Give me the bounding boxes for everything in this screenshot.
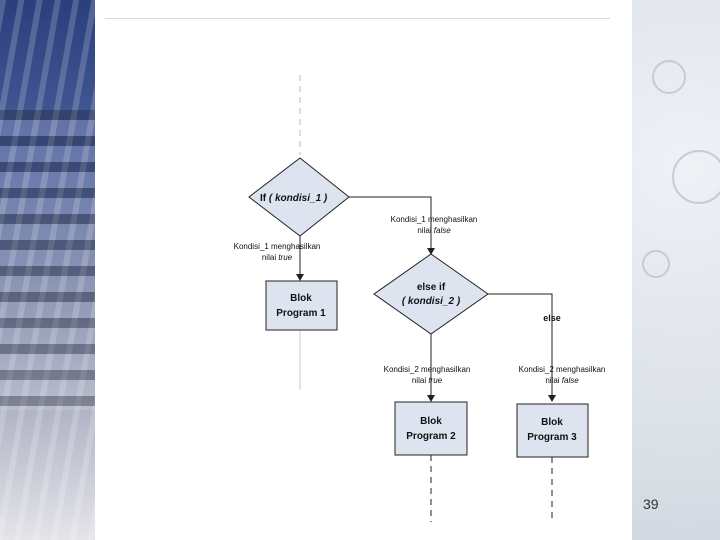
label-false1-line1: Kondisi_1 menghasilkan — [391, 215, 478, 224]
block2-line1: Blok — [420, 416, 442, 427]
circuit-background-right — [632, 0, 720, 540]
decision1-label: If ( kondisi_1 ) — [260, 193, 328, 204]
block-program-2 — [394, 401, 468, 456]
keyboard-background-left — [0, 0, 95, 540]
label-false2-line1: Kondisi_2 menghasilkan — [519, 365, 606, 374]
label-false1-line2: nilai false — [417, 226, 451, 235]
edge-d2-to-block3 — [488, 293, 553, 395]
label-true1-line1: Kondisi_1 menghasilkan — [234, 242, 321, 251]
block-program-3 — [516, 403, 589, 458]
label-true2-line1: Kondisi_2 menghasilkan — [384, 365, 471, 374]
decision-elseif-kondisi2 — [373, 253, 489, 335]
decision2-line1: else if — [417, 282, 446, 293]
top-divider — [105, 18, 610, 19]
block-program-1 — [265, 280, 338, 331]
block1-line1: Blok — [290, 293, 312, 304]
decision-if-kondisi1 — [248, 157, 350, 237]
label-true1-line2: nilai true — [262, 253, 293, 262]
block1-line2: Program 1 — [276, 308, 326, 319]
block2-line2: Program 2 — [406, 431, 456, 442]
page-number: 39 — [643, 496, 659, 512]
label-true2-line2: nilai true — [412, 376, 443, 385]
block3-line2: Program 3 — [527, 432, 577, 443]
decision2-line2: ( kondisi_2 ) — [402, 296, 461, 307]
edge-d1-to-d2 — [349, 196, 432, 248]
label-false2-line2: nilai false — [545, 376, 579, 385]
block3-line1: Blok — [541, 417, 563, 428]
label-else: else — [543, 313, 561, 323]
